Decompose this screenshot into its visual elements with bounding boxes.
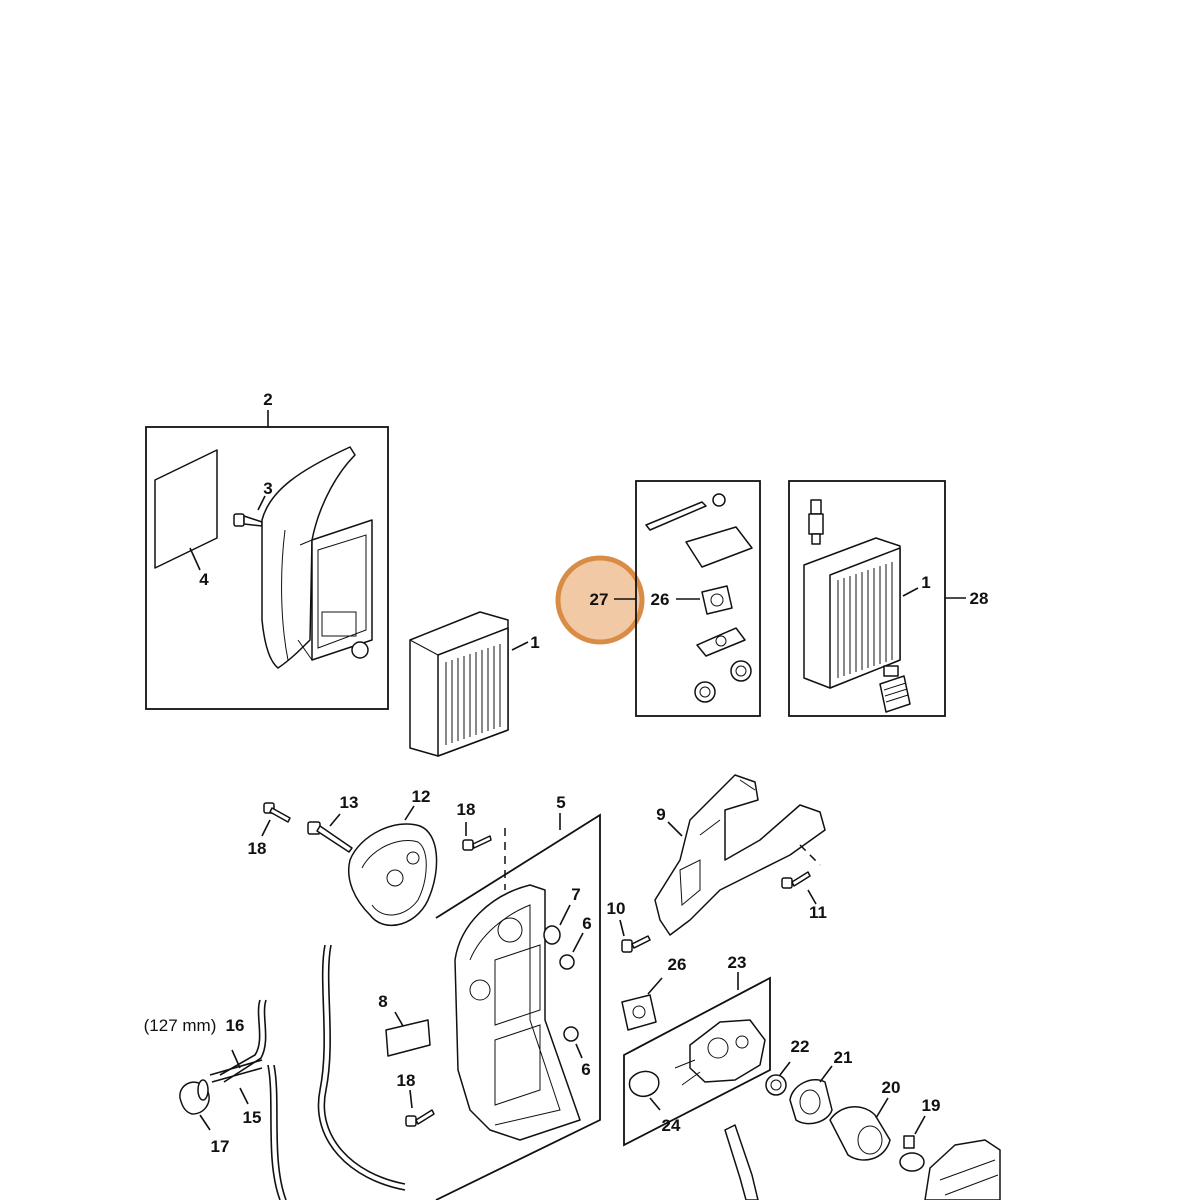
callout-17[interactable]: 17 [211, 1137, 230, 1156]
callout-27[interactable]: 27 [590, 590, 609, 609]
callout-15[interactable]: 15 [243, 1108, 262, 1127]
throttle-frame-9-part[interactable] [654, 774, 826, 936]
air-filter-part[interactable] [409, 611, 529, 757]
filter-sheet-part[interactable] [154, 449, 218, 571]
kit-box-gaskets [635, 480, 761, 717]
air-filter-cover-part[interactable] [261, 446, 373, 669]
callout-2[interactable]: 2 [263, 390, 272, 409]
flange-21-part[interactable] [789, 1065, 833, 1125]
screw-18-mid-part[interactable] [462, 822, 492, 851]
callout-5[interactable]: 5 [556, 793, 565, 812]
seal-ring-22-part[interactable] [765, 1061, 791, 1096]
callout-18-top[interactable]: 18 [248, 839, 267, 858]
bracket-12-part[interactable] [348, 805, 438, 926]
callout-8[interactable]: 8 [378, 992, 387, 1011]
highlight-marker-27[interactable] [555, 555, 645, 645]
callout-20[interactable]: 20 [882, 1078, 901, 1097]
callout-4[interactable]: 4 [199, 570, 209, 589]
kit-box-housing [435, 813, 601, 1200]
callout-26-lower[interactable]: 26 [668, 955, 687, 974]
carburetor-part[interactable] [674, 1019, 766, 1086]
callout-19[interactable]: 19 [922, 1096, 941, 1115]
callout-18-mid[interactable]: 18 [457, 800, 476, 819]
callout-16[interactable]: 16 [226, 1016, 245, 1035]
kit-box-cover [145, 410, 389, 710]
screw-18-top-part[interactable] [261, 802, 291, 837]
kit-box-carburetor [623, 972, 771, 1147]
callout-6-low[interactable]: 6 [581, 1060, 590, 1079]
callout-18-low[interactable]: 18 [397, 1071, 416, 1090]
gasket-26-part[interactable] [621, 977, 663, 1031]
fuel-filter-part[interactable] [879, 665, 911, 713]
callout-26-kit[interactable]: 26 [651, 590, 670, 609]
engine-part[interactable] [924, 1139, 1001, 1200]
bolt-13-part[interactable] [307, 813, 353, 853]
callout-22[interactable]: 22 [791, 1037, 810, 1056]
callout-1-right[interactable]: 1 [921, 573, 930, 592]
primer-bulb-17-part[interactable] [179, 1079, 211, 1131]
grommet-6-low-part[interactable] [563, 1026, 583, 1059]
screw-part[interactable] [233, 495, 266, 527]
intake-manifold-20-part[interactable] [829, 1097, 891, 1161]
grommet-6-top-part[interactable] [559, 932, 584, 970]
callout-1-left[interactable]: 1 [530, 633, 539, 652]
screw-11-part[interactable] [781, 844, 821, 905]
callout-21[interactable]: 21 [834, 1048, 853, 1067]
callout-10[interactable]: 10 [607, 899, 626, 918]
hose-long-part[interactable] [317, 944, 406, 1191]
filter-housing-part[interactable] [454, 884, 581, 1141]
throttle-cable-part[interactable] [724, 1124, 759, 1200]
callout-9[interactable]: 9 [656, 805, 665, 824]
air-filter-kit-part[interactable] [803, 537, 919, 689]
callout-7[interactable]: 7 [571, 885, 580, 904]
kit-box-service [788, 480, 966, 717]
callout-23[interactable]: 23 [728, 953, 747, 972]
hose-15-part[interactable] [209, 1059, 263, 1105]
callout-28[interactable]: 28 [970, 589, 989, 608]
callout-3[interactable]: 3 [263, 479, 272, 498]
callout-6-top[interactable]: 6 [582, 914, 591, 933]
screw-18-low-part[interactable] [405, 1089, 435, 1127]
hose-16-part[interactable] [219, 999, 287, 1200]
callout-11[interactable]: 11 [809, 903, 827, 922]
spark-plug-part[interactable] [808, 499, 824, 545]
grommet-7-part[interactable] [543, 904, 571, 945]
gasket-set-part[interactable] [645, 493, 753, 703]
callout-24[interactable]: 24 [662, 1116, 681, 1135]
hose-length-note: (127 mm) [144, 1016, 217, 1035]
callout-12[interactable]: 12 [412, 787, 431, 806]
callout-13[interactable]: 13 [340, 793, 359, 812]
plate-8-part[interactable] [385, 1011, 431, 1057]
screw-10-part[interactable] [619, 919, 651, 953]
knob-24-part[interactable] [628, 1070, 661, 1111]
hose-clamp-19-part[interactable] [899, 1115, 926, 1172]
